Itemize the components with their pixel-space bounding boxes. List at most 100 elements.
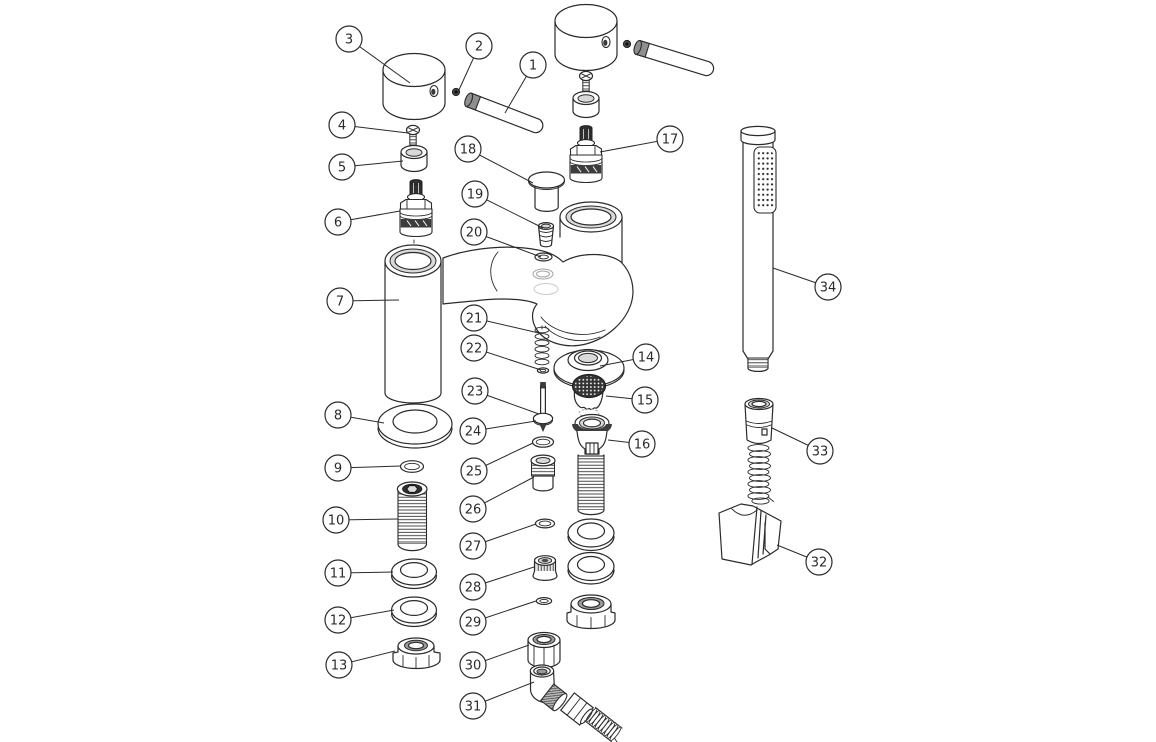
callout-number-19: 19 (467, 188, 484, 203)
diverter-washer-upper (567, 518, 615, 552)
hose-nut (527, 631, 561, 669)
lever-handle-right (631, 39, 716, 78)
callout-29: 29 (459, 608, 487, 636)
callout-32: 32 (805, 548, 833, 576)
callout-23: 23 (461, 377, 489, 405)
callout-number-30: 30 (465, 659, 482, 674)
diverter-escutcheon (553, 348, 625, 389)
callout-number-8: 8 (334, 409, 342, 424)
callout-number-21: 21 (466, 312, 483, 327)
callout-number-27: 27 (465, 540, 482, 555)
handle-cap-right (572, 90, 600, 119)
callout-number-13: 13 (331, 659, 348, 674)
check-valve-fitting (537, 222, 555, 248)
piston-cup (530, 454, 556, 492)
callout-26: 26 (459, 495, 487, 523)
callout-13: 13 (325, 651, 353, 679)
callout-34: 34 (814, 273, 842, 301)
o-ring-20 (534, 252, 553, 262)
callout-number-4: 4 (338, 119, 346, 134)
lever-handle-left (462, 91, 546, 136)
backnut-13 (392, 637, 441, 670)
spout-cap (527, 171, 566, 212)
callout-number-18: 18 (460, 143, 477, 158)
callout-20: 20 (460, 218, 488, 246)
fixing-stud (396, 481, 428, 552)
callout-12: 12 (324, 606, 352, 634)
diverter-rod (532, 382, 554, 432)
callout-5: 5 (328, 153, 356, 181)
o-ring-29 (535, 596, 553, 605)
cartridge-right (569, 125, 603, 184)
callout-4: 4 (328, 111, 356, 139)
cartridge-left (399, 179, 433, 254)
callout-number-15: 15 (637, 394, 654, 409)
callout-number-28: 28 (465, 581, 482, 596)
callout-27: 27 (459, 532, 487, 560)
callout-layer: 1234567891011121314151617181920212223242… (322, 25, 842, 720)
grub-screw-right (622, 39, 632, 49)
callout-19: 19 (461, 180, 489, 208)
callout-number-17: 17 (662, 133, 679, 148)
stud-washer-lower (390, 596, 438, 628)
callout-10: 10 (322, 506, 350, 534)
callout-number-23: 23 (467, 385, 484, 400)
shower-handset (740, 125, 777, 372)
callout-number-22: 22 (466, 342, 483, 357)
callout-number-20: 20 (466, 226, 483, 241)
callout-number-26: 26 (465, 503, 482, 518)
callout-number-34: 34 (820, 281, 837, 296)
callout-14: 14 (632, 343, 660, 371)
callout-number-14: 14 (638, 351, 655, 366)
callout-number-11: 11 (330, 567, 347, 582)
diverter-body (572, 413, 612, 516)
handle-screw-right (578, 70, 594, 92)
callout-28: 28 (459, 573, 487, 601)
shower-hose (744, 397, 774, 505)
callout-18: 18 (454, 135, 482, 163)
callout-7: 7 (326, 287, 354, 315)
callout-31: 31 (459, 692, 487, 720)
callout-number-6: 6 (334, 216, 342, 231)
callout-number-24: 24 (465, 425, 482, 440)
handle-screw-left (405, 124, 421, 146)
callout-number-29: 29 (465, 616, 482, 631)
callout-16: 16 (628, 430, 656, 458)
callout-33: 33 (806, 437, 834, 465)
stud-washer-upper (390, 558, 438, 590)
diverter-knob (571, 373, 607, 418)
callout-number-5: 5 (338, 161, 346, 176)
o-ring-25 (531, 436, 555, 448)
callout-8: 8 (324, 401, 352, 429)
tap-body (384, 201, 634, 404)
callout-number-9: 9 (334, 462, 342, 477)
callout-number-3: 3 (345, 33, 353, 48)
handle-body-left (382, 52, 446, 121)
callout-number-31: 31 (465, 700, 482, 715)
callout-number-32: 32 (811, 556, 828, 571)
seal-ring-27 (534, 518, 556, 529)
handle-body-right (554, 3, 618, 72)
callout-11: 11 (324, 559, 352, 587)
callout-15: 15 (631, 386, 659, 414)
callout-17: 17 (656, 125, 684, 153)
elbow-connector (529, 664, 623, 742)
callout-24: 24 (459, 417, 487, 445)
wall-bracket (718, 503, 782, 566)
base-washer (377, 403, 453, 449)
callout-9: 9 (324, 454, 352, 482)
aerator-cap (532, 555, 558, 581)
callout-number-25: 25 (466, 465, 483, 480)
callout-30: 30 (459, 651, 487, 679)
callout-number-33: 33 (812, 445, 829, 460)
callout-21: 21 (460, 304, 488, 332)
callout-6: 6 (324, 208, 352, 236)
callout-2: 2 (465, 32, 493, 60)
handle-cap-left (400, 144, 428, 173)
diverter-spring (534, 325, 550, 366)
o-ring-9 (399, 460, 425, 473)
callout-number-16: 16 (634, 438, 651, 453)
callout-1: 1 (519, 51, 547, 79)
